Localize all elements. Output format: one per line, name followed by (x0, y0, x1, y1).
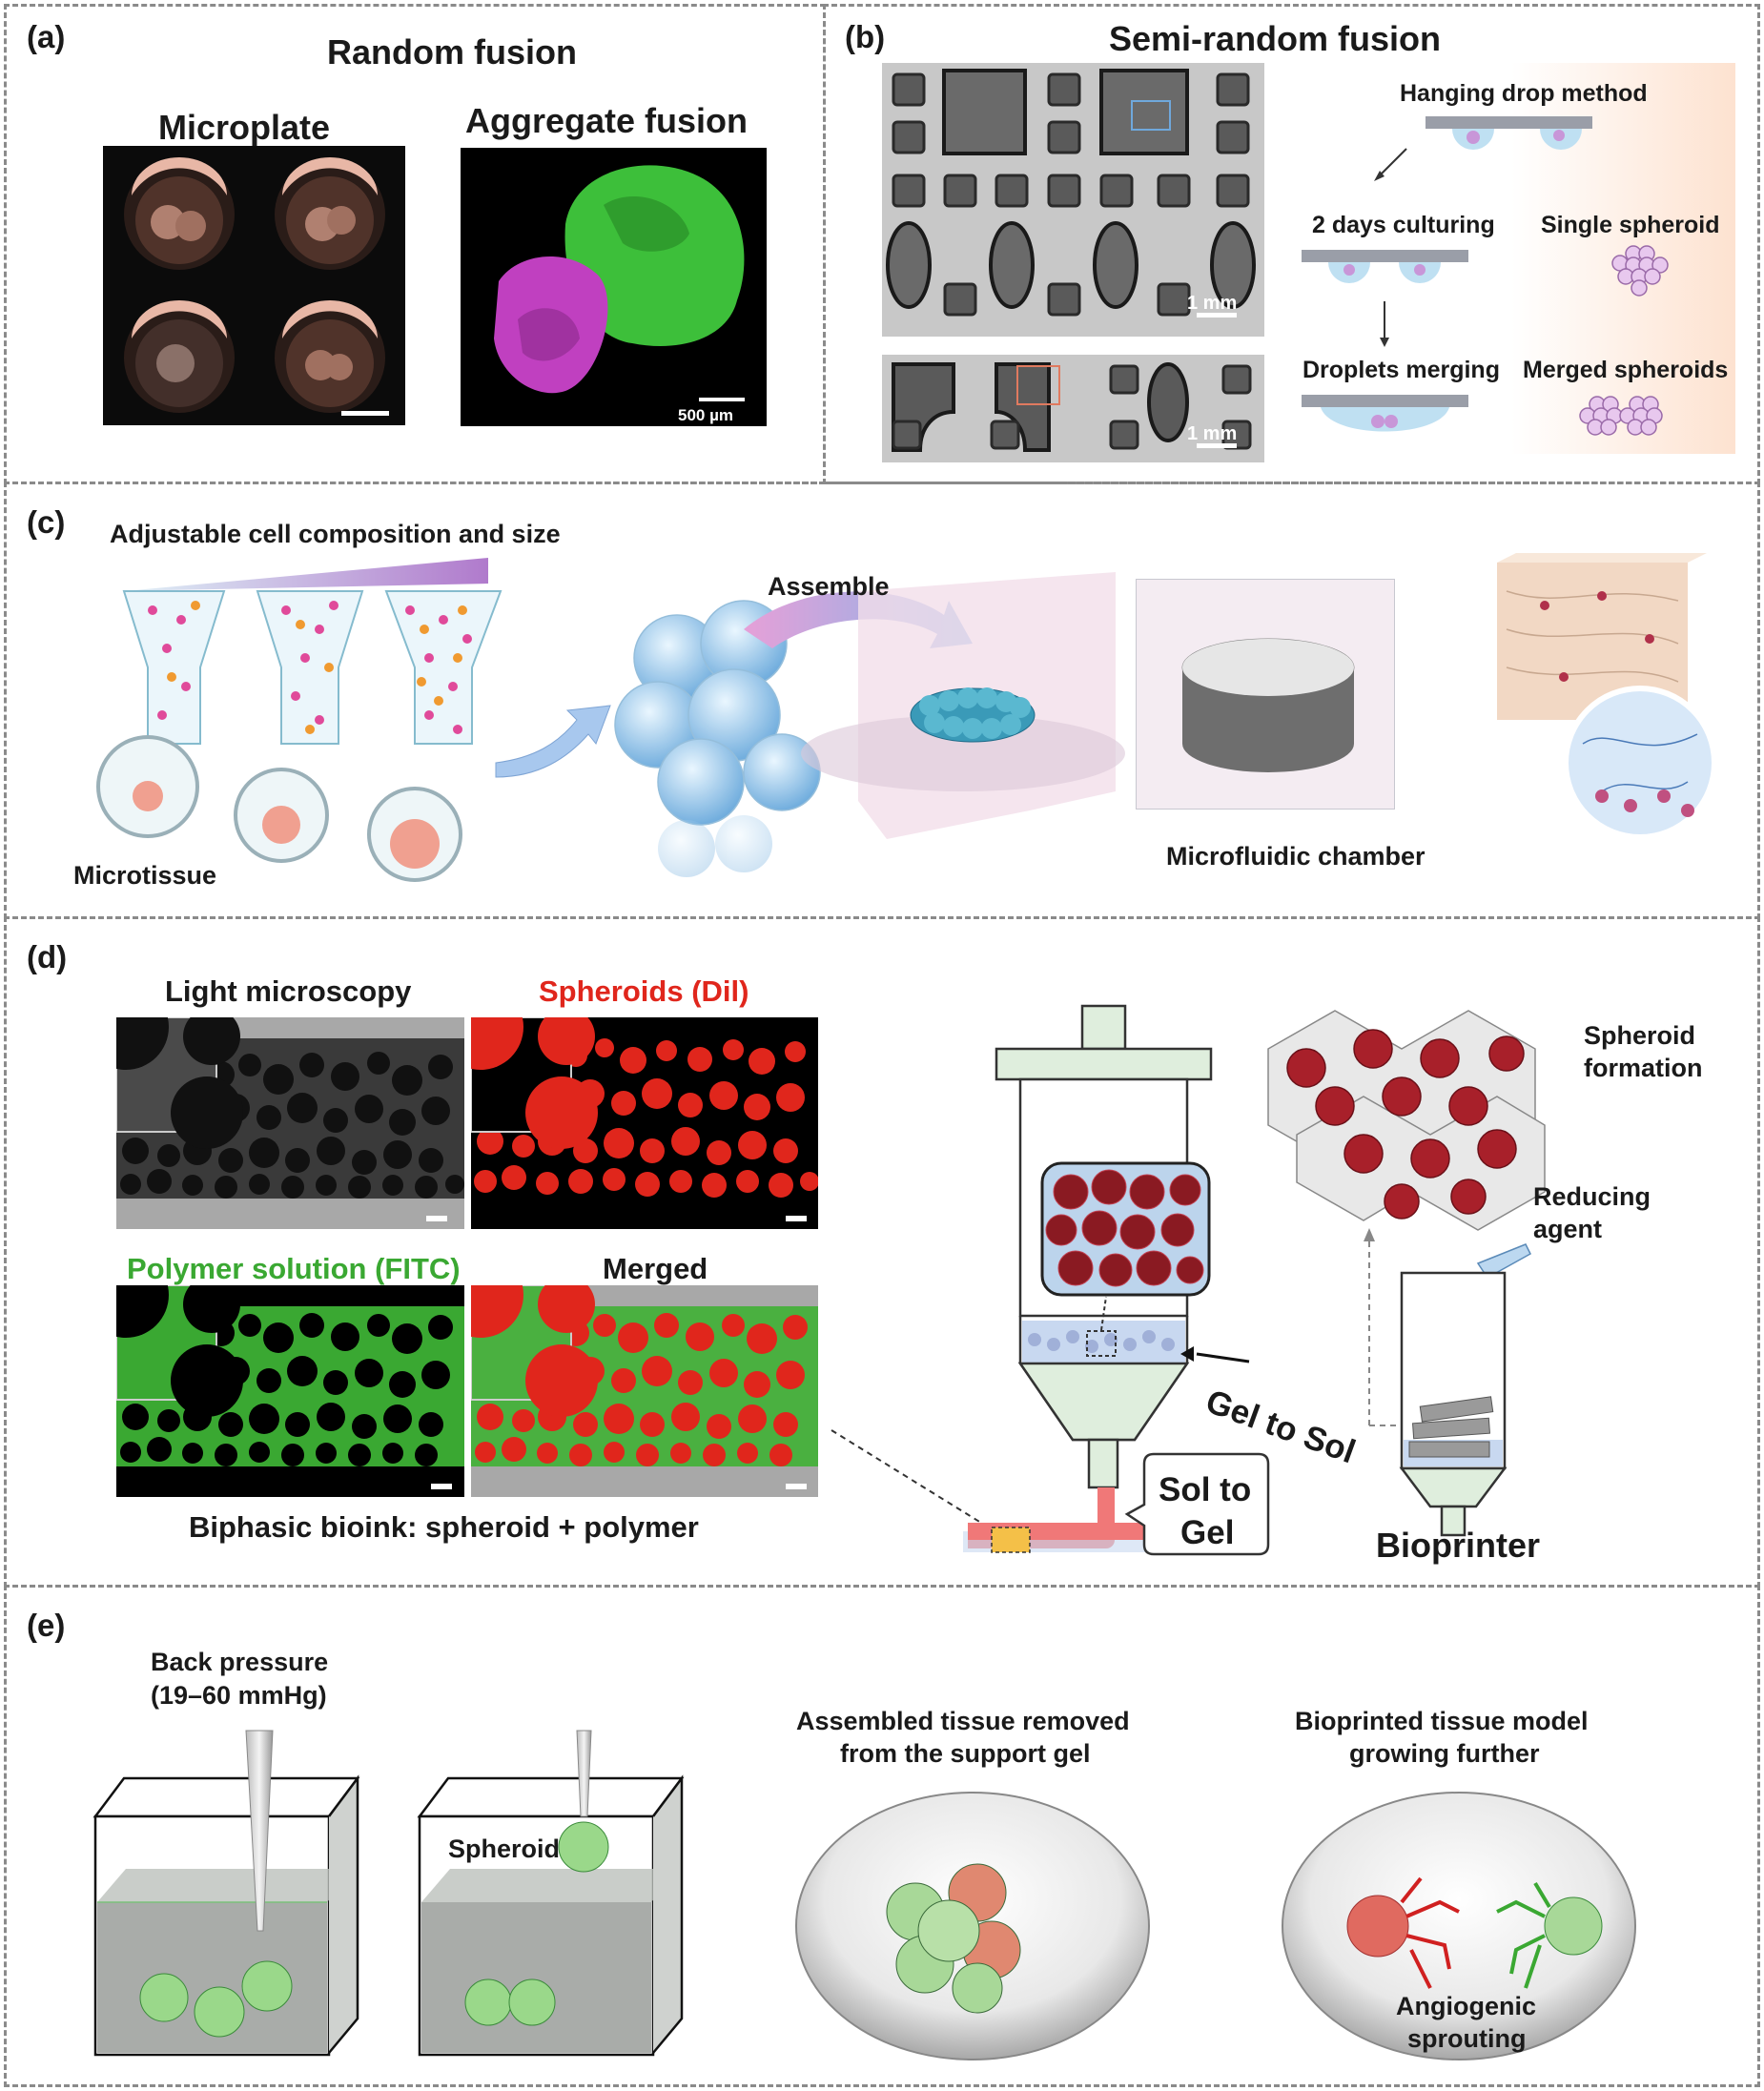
microtissue-label: Microtissue (73, 861, 217, 890)
aggregate-scale-label: 500 µm (678, 406, 733, 424)
well-4 (275, 300, 385, 413)
merged-label: Merged (603, 1252, 708, 1285)
panel-c-illustration (96, 553, 1717, 882)
scale-label-bottom: 1 mm (1187, 423, 1237, 444)
microplate-image (103, 146, 405, 425)
microfluidic-label: Microfluidic chamber (1166, 842, 1426, 871)
spheroids-dil-image (471, 1017, 818, 1229)
assembled-label-2: from the support gel (840, 1739, 1091, 1768)
well-1 (124, 157, 235, 270)
spheroid-label: Spheroid (448, 1835, 561, 1863)
reducing-agent-label-1: Reducing (1533, 1182, 1651, 1211)
culturing-label: 2 days culturing (1312, 212, 1495, 238)
reducing-agent-label-2: agent (1533, 1215, 1603, 1243)
assemble-label: Assemble (768, 572, 890, 601)
merged-spheroids-label: Merged spheroids (1523, 357, 1729, 383)
polymer-fitc-image (116, 1285, 464, 1497)
back-pressure-label-1: Back pressure (151, 1648, 329, 1676)
panel-e-illustration (92, 1730, 1636, 2060)
inset-spheroids (1045, 1169, 1204, 1287)
aggregate-fusion-label: Aggregate fusion (465, 101, 749, 140)
sol-to-gel-label-2: Gel (1180, 1514, 1235, 1551)
assembled-label-1: Assembled tissue removed (796, 1707, 1130, 1735)
bioprinted-label-1: Bioprinted tissue model (1295, 1707, 1589, 1735)
panel-e-label: (e) (27, 1608, 66, 1643)
spheroid-formation-label-1: Spheroid (1584, 1021, 1696, 1050)
semi-random-micrograph-bottom: 1 mm (882, 355, 1264, 462)
merged-image (471, 1285, 818, 1497)
bioprinted-label-2: growing further (1349, 1739, 1540, 1768)
spheroid-cluster (614, 600, 821, 826)
panel-c-label: (c) (27, 504, 66, 540)
droplets-merging-label: Droplets merging (1302, 357, 1500, 383)
funnels (122, 590, 503, 745)
hanging-drop-diagram (1302, 63, 1735, 454)
panel-a-label: (a) (27, 19, 66, 54)
panel-e-border (4, 1585, 1760, 2087)
assembled-tissue (886, 1863, 1021, 2014)
dil-spheroids (474, 1038, 818, 1198)
hanging-drop-label: Hanging drop method (1400, 80, 1648, 107)
box1-spheroids (139, 1960, 293, 2038)
biphasic-label: Biphasic bioink: spheroid + polymer (189, 1510, 699, 1544)
back-pressure-label-2: (19–60 mmHg) (151, 1681, 327, 1710)
panel-b-label: (b) (845, 19, 886, 54)
angiogenic-label-2: sprouting (1407, 2024, 1527, 2053)
well-3 (124, 300, 235, 413)
merged-spheroids (475, 1313, 808, 1466)
panel-b-title: Semi-random fusion (1109, 19, 1442, 58)
aggregate-fusion-image: 500 µm (461, 148, 767, 426)
light-microscopy-label: Light microscopy (165, 974, 412, 1008)
red-sprouts (1400, 1876, 1460, 1989)
bioprinter-label: Bioprinter (1376, 1526, 1541, 1565)
panel-a-title: Random fusion (327, 32, 577, 72)
green-sprouts (1496, 1881, 1551, 1989)
single-spheroid-icon (1611, 245, 1669, 297)
well-2 (275, 157, 385, 270)
scale-label-top: 1 mm (1187, 293, 1237, 314)
semi-random-micrograph-top: 1 mm (882, 63, 1264, 337)
bioprinter-diagram (831, 1004, 1546, 1556)
single-spheroid-label: Single spheroid (1541, 212, 1720, 238)
spheroids-dil-label: Spheroids (Dil) (539, 974, 749, 1008)
polymer-fitc-label: Polymer solution (FITC) (127, 1252, 461, 1285)
sol-to-gel-label-1: Sol to (1159, 1471, 1252, 1508)
panel-d-label: (d) (27, 939, 68, 974)
spheroid-formation-label-2: formation (1584, 1054, 1703, 1082)
adjustable-label: Adjustable cell composition and size (110, 520, 561, 548)
angiogenic-label-1: Angiogenic (1396, 1992, 1536, 2020)
microplate-label: Microplate (158, 108, 331, 147)
merged-spheroids-icon (1579, 396, 1663, 436)
light-microscopy-image (116, 1017, 464, 1229)
